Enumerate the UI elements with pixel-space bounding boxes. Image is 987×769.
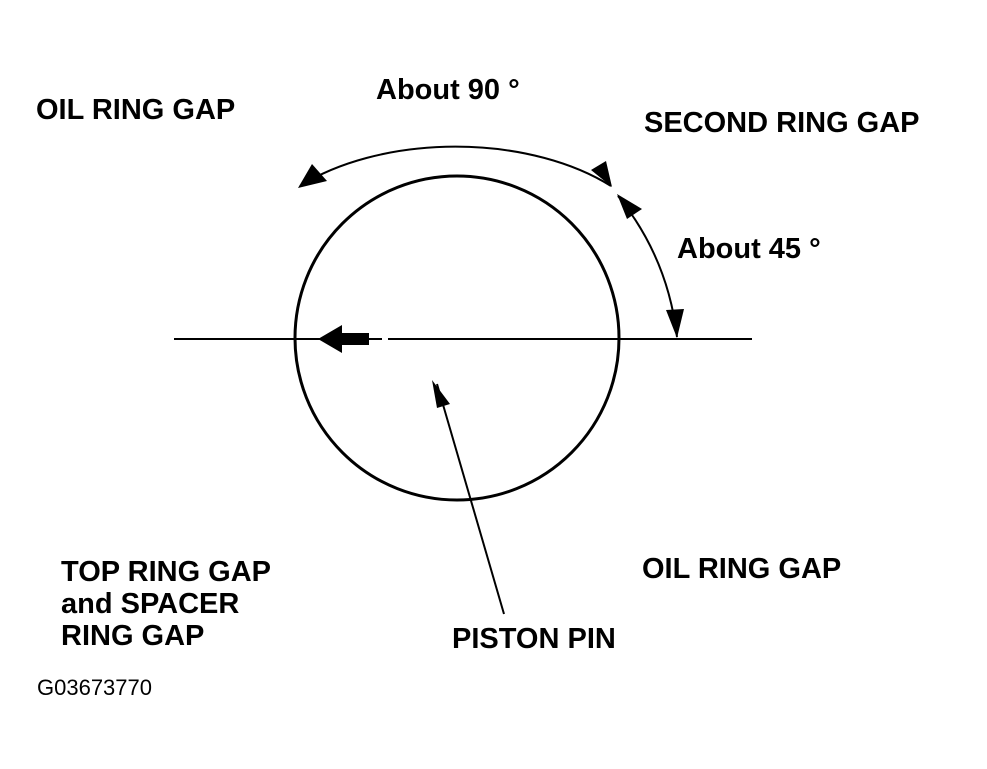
label-oil-ring-gap-bottom: OIL RING GAP [642,553,841,585]
piston-pin-leader [436,383,505,615]
arc-90-arrowhead-right [591,161,612,187]
label-about-90: About 90 ° [376,74,520,106]
arc-45-arrowhead-top [617,194,642,219]
arc-90-arrowhead-left [298,164,327,188]
arc-90-degree [299,145,612,187]
label-piston-pin: PISTON PIN [452,623,616,655]
figure-code: G03673770 [37,675,152,700]
arc-45-arrowhead-bottom [666,309,684,338]
label-oil-ring-gap-top: OIL RING GAP [36,94,235,126]
label-top-ring-gap-line1: TOP RING GAP [61,556,271,588]
piston-pin-arrowhead [432,380,450,408]
label-top-ring-gap-line3: RING GAP [61,620,204,652]
label-about-45: About 45 ° [677,233,821,265]
label-top-ring-gap-line2: and SPACER [61,588,239,620]
top-ring-gap-arrow [318,325,369,353]
label-second-ring-gap: SECOND RING GAP [644,107,920,139]
